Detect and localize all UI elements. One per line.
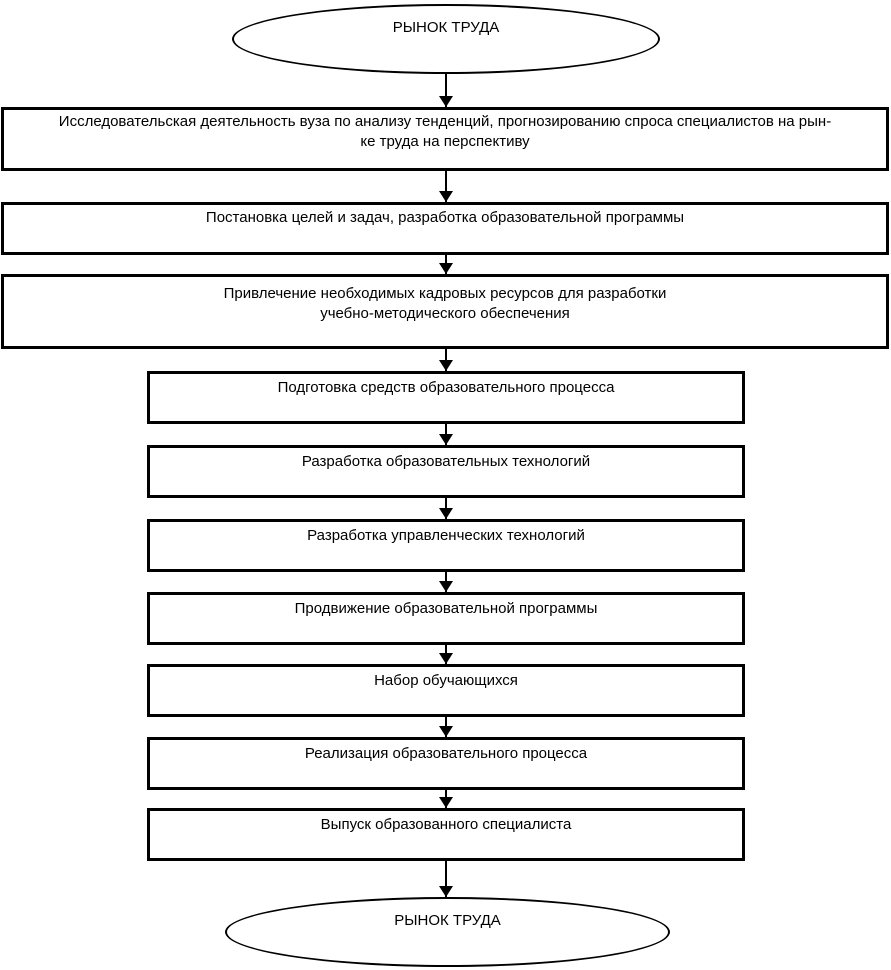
arrow-stem	[445, 861, 447, 897]
process-box-means-preparation: Подготовка средств образовательного проц…	[147, 371, 745, 424]
arrow-head-icon	[439, 360, 453, 371]
process-box-graduate-output: Выпуск образованного специалиста	[147, 808, 745, 861]
process-box-staffing: Привлечение необходимых кадровых ресурсо…	[1, 274, 889, 349]
end-node-labor-market: РЫНОК ТРУДА	[225, 897, 670, 967]
arrow-head-icon	[439, 726, 453, 737]
node-label-line: Выпуск образованного специалиста	[320, 816, 572, 833]
node-label: РЫНОК ТРУДА	[392, 19, 500, 36]
node-label-line: Разработка управленческих технологий	[307, 527, 585, 544]
arrow-stem	[445, 74, 447, 107]
process-box-enrollment: Набор обучающихся	[147, 664, 745, 717]
arrow-head-icon	[439, 508, 453, 519]
node-label-line: ке труда на перспективу	[360, 133, 530, 150]
arrow-stem	[445, 171, 447, 202]
node-label-line: учебно-методического обеспечения	[320, 305, 570, 322]
arrow-head-icon	[439, 797, 453, 808]
arrow-head-icon	[439, 886, 453, 897]
node-label-line: Реализация образовательного процесса	[304, 745, 588, 762]
start-node-labor-market: РЫНОК ТРУДА	[232, 4, 660, 74]
arrow-head-icon	[439, 263, 453, 274]
node-label: РЫНОК ТРУДА	[394, 912, 501, 929]
node-label-line: Продвижение образовательной программы	[294, 600, 598, 617]
arrow-head-icon	[439, 191, 453, 202]
process-box-process-implementation: Реализация образовательного процесса	[147, 737, 745, 790]
node-label-line: Привлечение необходимых кадровых ресурсо…	[223, 285, 667, 302]
node-label-line: Набор обучающихся	[374, 672, 518, 689]
arrow-head-icon	[439, 96, 453, 107]
node-label-line: Подготовка средств образовательного проц…	[277, 379, 615, 396]
arrow-head-icon	[439, 653, 453, 664]
arrow-head-icon	[439, 434, 453, 445]
process-box-educational-technologies: Разработка образовательных технологий	[147, 445, 745, 498]
process-box-program-promotion: Продвижение образовательной программы	[147, 592, 745, 645]
arrow-head-icon	[439, 581, 453, 592]
node-label-line: Исследовательская деятельность вуза по а…	[58, 113, 832, 130]
process-box-research: Исследовательская деятельность вуза по а…	[1, 107, 889, 171]
process-box-management-technologies: Разработка управленческих технологий	[147, 519, 745, 572]
node-label-line: Разработка образовательных технологий	[301, 453, 591, 470]
process-box-goals: Постановка целей и задач, разработка обр…	[1, 202, 889, 255]
node-label-line: Постановка целей и задач, разработка обр…	[205, 209, 685, 226]
